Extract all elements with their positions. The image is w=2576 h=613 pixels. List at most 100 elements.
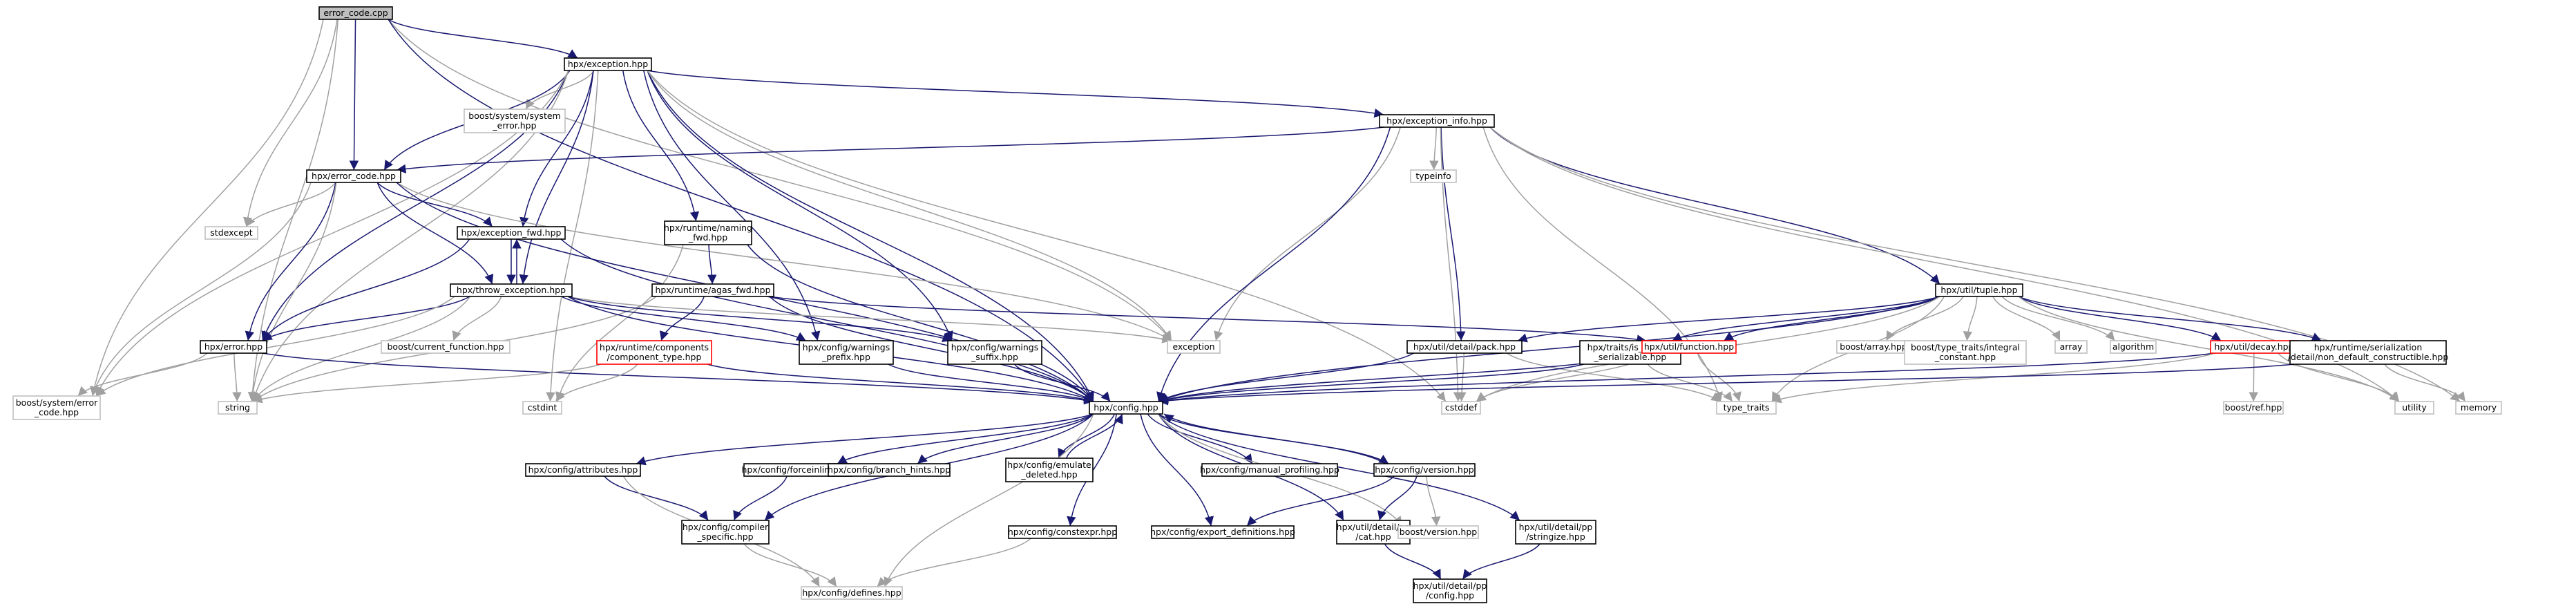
node-label: string <box>225 402 250 413</box>
node-box <box>1641 340 1737 354</box>
node-config[interactable]: hpx/config.hpp <box>1089 401 1163 415</box>
node-label: hpx/throw_exception.hpp <box>457 285 566 295</box>
edge-version_hpp-to-export_definitions <box>1246 475 1395 527</box>
edge-stringize-to-pp_config <box>1462 543 1540 580</box>
edge-exception_hpp-to-cstdint <box>546 70 599 402</box>
edge-error_hpp-to-string <box>232 352 242 402</box>
node-label: _prefix.hpp <box>821 352 870 362</box>
node-box <box>1008 525 1117 539</box>
node-label: cstdint <box>528 402 557 413</box>
node-version-hpp[interactable]: hpx/config/version.hpp <box>1373 463 1476 477</box>
node-component-type[interactable]: hpx/runtime/components/component_type.hp… <box>596 340 712 365</box>
node-box <box>1716 401 1777 415</box>
node-box <box>2110 340 2157 354</box>
edge-function-to-type_traits <box>1697 352 1742 402</box>
edge-cat-to-pp_config <box>1384 543 1442 580</box>
node-warnings-prefix[interactable]: hpx/config/warnings_prefix.hpp <box>799 340 894 365</box>
edge-throw_exception-to-current_function <box>452 296 502 341</box>
node-box <box>1406 340 1523 354</box>
edge-throw_exception-to-exception_std <box>567 296 1172 343</box>
edge-pack-to-config <box>1158 352 1414 402</box>
node-label: hpx/config/compiler <box>683 522 769 532</box>
node-is-bitwise[interactable]: hpx/traits/is_bitwise_serializable.hpp <box>1579 340 1681 365</box>
node-label: hpx/util/detail/pp <box>1337 522 1411 532</box>
edge-decay-to-boost_ref <box>2249 352 2258 402</box>
edge-exception_info-to-config <box>1156 126 1391 402</box>
node-cstddef: cstddef <box>1441 401 1481 415</box>
node-current-function: boost/current_function.hpp <box>381 340 511 354</box>
node-emulate-deleted[interactable]: hpx/config/emulate_deleted.hpp <box>1005 458 1094 482</box>
edge-tuple-to-function <box>1724 296 1940 341</box>
edge-throw_exception-to-string <box>252 296 471 402</box>
edge-error_code_hpp-to-boost_sys_error_code <box>90 182 312 397</box>
node-constexpr[interactable]: hpx/config/constexpr.hpp <box>1008 525 1117 539</box>
node-box <box>1373 463 1476 477</box>
node-exception-hpp[interactable]: hpx/exception.hpp <box>564 57 652 71</box>
node-attributes[interactable]: hpx/config/attributes.hpp <box>525 463 641 477</box>
edge-decay-to-utility <box>2278 352 2400 402</box>
node-pp-config[interactable]: hpx/util/detail/pp/config.hpp <box>1413 578 1487 603</box>
node-throw-exception[interactable]: hpx/throw_exception.hpp <box>450 283 573 297</box>
edge-root-to-exception_std <box>388 19 1172 341</box>
node-label: hpx/config/emulate <box>1007 460 1091 470</box>
node-label: hpx/config/defines.hpp <box>802 587 901 598</box>
node-error-code-hpp[interactable]: hpx/error_code.hpp <box>306 169 401 183</box>
node-error-hpp[interactable]: hpx/error.hpp <box>200 340 267 354</box>
node-non-default[interactable]: hpx/runtime/serialization/detail/non_def… <box>2288 340 2449 365</box>
edge-is_bitwise-to-type_traits <box>1647 364 1733 402</box>
edge-error_code_hpp-to-exception_std <box>396 182 1172 341</box>
node-stringize[interactable]: hpx/util/detail/pp/stringize.hpp <box>1515 520 1596 545</box>
edges-layer <box>77 19 2466 587</box>
edge-decay-to-type_traits <box>1771 352 2215 404</box>
node-box <box>381 340 511 354</box>
node-warnings-suffix[interactable]: hpx/config/warnings_suffix.hpp <box>947 340 1042 365</box>
node-label: array <box>2060 341 2083 352</box>
node-forceinline[interactable]: hpx/config/forceinline.hpp <box>741 463 855 477</box>
node-box <box>457 226 566 240</box>
node-label: hpx/config/version.hpp <box>1375 464 1474 475</box>
node-box <box>681 520 770 545</box>
node-box <box>828 463 951 477</box>
node-box <box>204 226 258 240</box>
node-boost-ref: boost/ref.hpp <box>2223 401 2284 415</box>
node-export-definitions[interactable]: hpx/config/export_definitions.hpp <box>1150 525 1295 539</box>
node-box <box>1167 340 1221 354</box>
node-boost-version: boost/version.hpp <box>1397 525 1479 539</box>
node-pack[interactable]: hpx/util/detail/pack.hpp <box>1406 340 1523 354</box>
node-manual-profiling[interactable]: hpx/config/manual_profiling.hpp <box>1200 463 1339 477</box>
edge-tuple-to-array <box>1992 296 2061 341</box>
node-sys-err: boost/system/system_error.hpp <box>464 109 566 133</box>
edge-throw_exception-to-boost_sys_error_code <box>95 296 455 397</box>
node-naming-fwd[interactable]: hpx/runtime/naming_fwd.hpp <box>664 220 752 245</box>
edge-root-to-exception_hpp <box>388 19 578 59</box>
edge-root-to-config <box>388 19 1094 402</box>
edge-forceinline-to-compiler_specific <box>733 475 788 521</box>
node-agas-fwd[interactable]: hpx/runtime/agas_fwd.hpp <box>651 283 774 297</box>
edge-error_code_hpp-to-string <box>248 182 337 402</box>
node-type-traits-integral: boost/type_traits/integral_constant.hpp <box>1904 340 2027 365</box>
node-decay[interactable]: hpx/util/decay.hpp <box>2210 340 2298 354</box>
edge-tuple-to-decay <box>2018 296 2222 341</box>
node-exception-fwd[interactable]: hpx/exception_fwd.hpp <box>457 226 566 240</box>
edge-exception_hpp-to-exception_info <box>647 70 1384 118</box>
edge-error_code_hpp-to-exception_fwd <box>376 182 493 227</box>
node-label: memory <box>2461 402 2497 413</box>
edge-naming_fwd-to-config <box>747 244 1094 402</box>
edge-naming_fwd-to-agas_fwd <box>707 244 717 285</box>
node-function[interactable]: hpx/util/function.hpp <box>1641 340 1737 354</box>
node-label: hpx/util/detail/pp <box>1519 522 1593 532</box>
edge-config-to-manual_profiling <box>1147 413 1253 464</box>
node-root: error_code.cpp <box>318 6 393 20</box>
node-label: hpx/util/detail/pack.hpp <box>1413 341 1516 352</box>
node-label: hpx/config/manual_profiling.hpp <box>1200 464 1339 475</box>
node-compiler-specific[interactable]: hpx/config/compiler_specific.hpp <box>681 520 770 545</box>
edge-exception_hpp-to-warnings_prefix <box>643 70 821 341</box>
node-branch-hints[interactable]: hpx/config/branch_hints.hpp <box>828 463 951 477</box>
node-tuple[interactable]: hpx/util/tuple.hpp <box>1935 283 2023 297</box>
node-exception-info[interactable]: hpx/exception_info.hpp <box>1379 114 1495 128</box>
node-label: hpx/runtime/components <box>600 342 709 352</box>
node-label: hpx/error.hpp <box>204 341 263 352</box>
edge-exception_info-to-exception_std <box>1214 126 1401 341</box>
node-stdexcept: stdexcept <box>204 226 258 240</box>
